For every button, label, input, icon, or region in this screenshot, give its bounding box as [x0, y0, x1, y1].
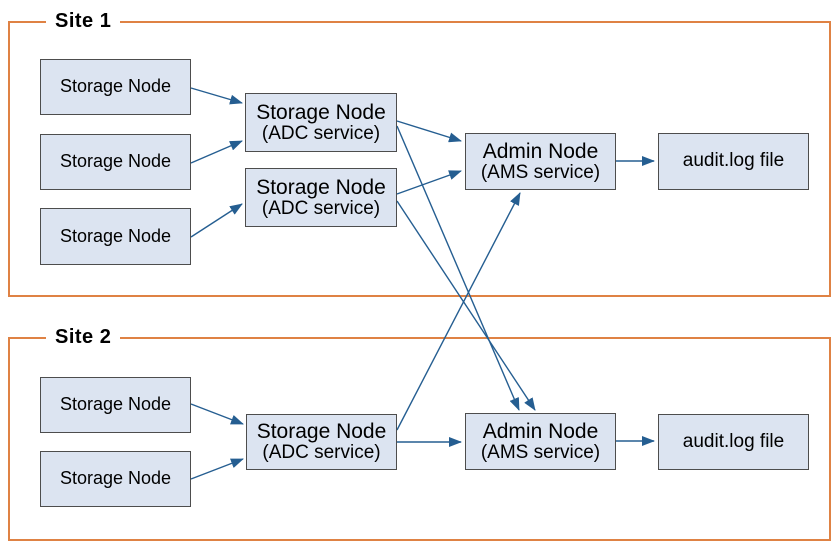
node-label: Storage Node [59, 225, 172, 246]
arrow-site2-adc-to-site1-admin [396, 192, 521, 431]
arrow-site1-adc2-to-site2-admin [396, 200, 536, 411]
arrow-site1-sn3-to-adc2 [190, 203, 243, 238]
arrow-site1-adc2-to-site1-admin [396, 170, 462, 195]
arrow-site2-sn2-to-adc [190, 458, 244, 480]
site1-storage-node-2: Storage Node [40, 134, 191, 190]
site1-audit-log-file: audit.log file [658, 133, 809, 190]
site1-adc-node-1: Storage Node (ADC service) [245, 93, 397, 152]
node-label: audit.log file [682, 150, 785, 172]
node-subtitle: (AMS service) [480, 441, 601, 463]
site2-label: Site 2 [46, 325, 121, 349]
node-subtitle: (ADC service) [261, 122, 381, 144]
node-title: Storage Node [256, 100, 386, 124]
node-title: Admin Node [482, 139, 599, 163]
node-subtitle: (ADC service) [261, 197, 381, 219]
site2-adc-node: Storage Node (ADC service) [246, 414, 397, 470]
site1-label: Site 1 [46, 9, 121, 33]
arrow-site1-sn2-to-adc1 [190, 140, 243, 164]
arrow-site2-sn1-to-adc [190, 403, 244, 425]
arrow-site1-sn1-to-adc1 [190, 87, 243, 105]
site1-storage-node-1: Storage Node [40, 59, 191, 115]
site1-admin-node: Admin Node (AMS service) [465, 133, 616, 190]
site2-audit-log-file: audit.log file [658, 414, 809, 470]
node-label: Storage Node [59, 394, 172, 415]
node-label: Storage Node [59, 468, 172, 489]
site2-admin-node: Admin Node (AMS service) [465, 413, 616, 470]
arrow-site1-adc1-to-site2-admin [396, 125, 520, 411]
arrow-site1-adc1-to-site1-admin [396, 120, 462, 143]
node-title: Storage Node [256, 175, 386, 199]
node-subtitle: (ADC service) [262, 442, 381, 464]
site1-adc-node-2: Storage Node (ADC service) [245, 168, 397, 227]
site2-storage-node-1: Storage Node [40, 377, 191, 433]
node-title: Admin Node [482, 419, 599, 443]
node-label: Storage Node [59, 76, 172, 97]
node-label: Storage Node [59, 151, 172, 172]
node-title: Storage Node [256, 420, 387, 443]
site1-frame [8, 21, 831, 297]
node-subtitle: (AMS service) [480, 161, 601, 183]
node-label: audit.log file [682, 430, 785, 452]
site1-storage-node-3: Storage Node [40, 208, 191, 265]
site2-storage-node-2: Storage Node [40, 451, 191, 507]
site2-frame [8, 337, 831, 541]
